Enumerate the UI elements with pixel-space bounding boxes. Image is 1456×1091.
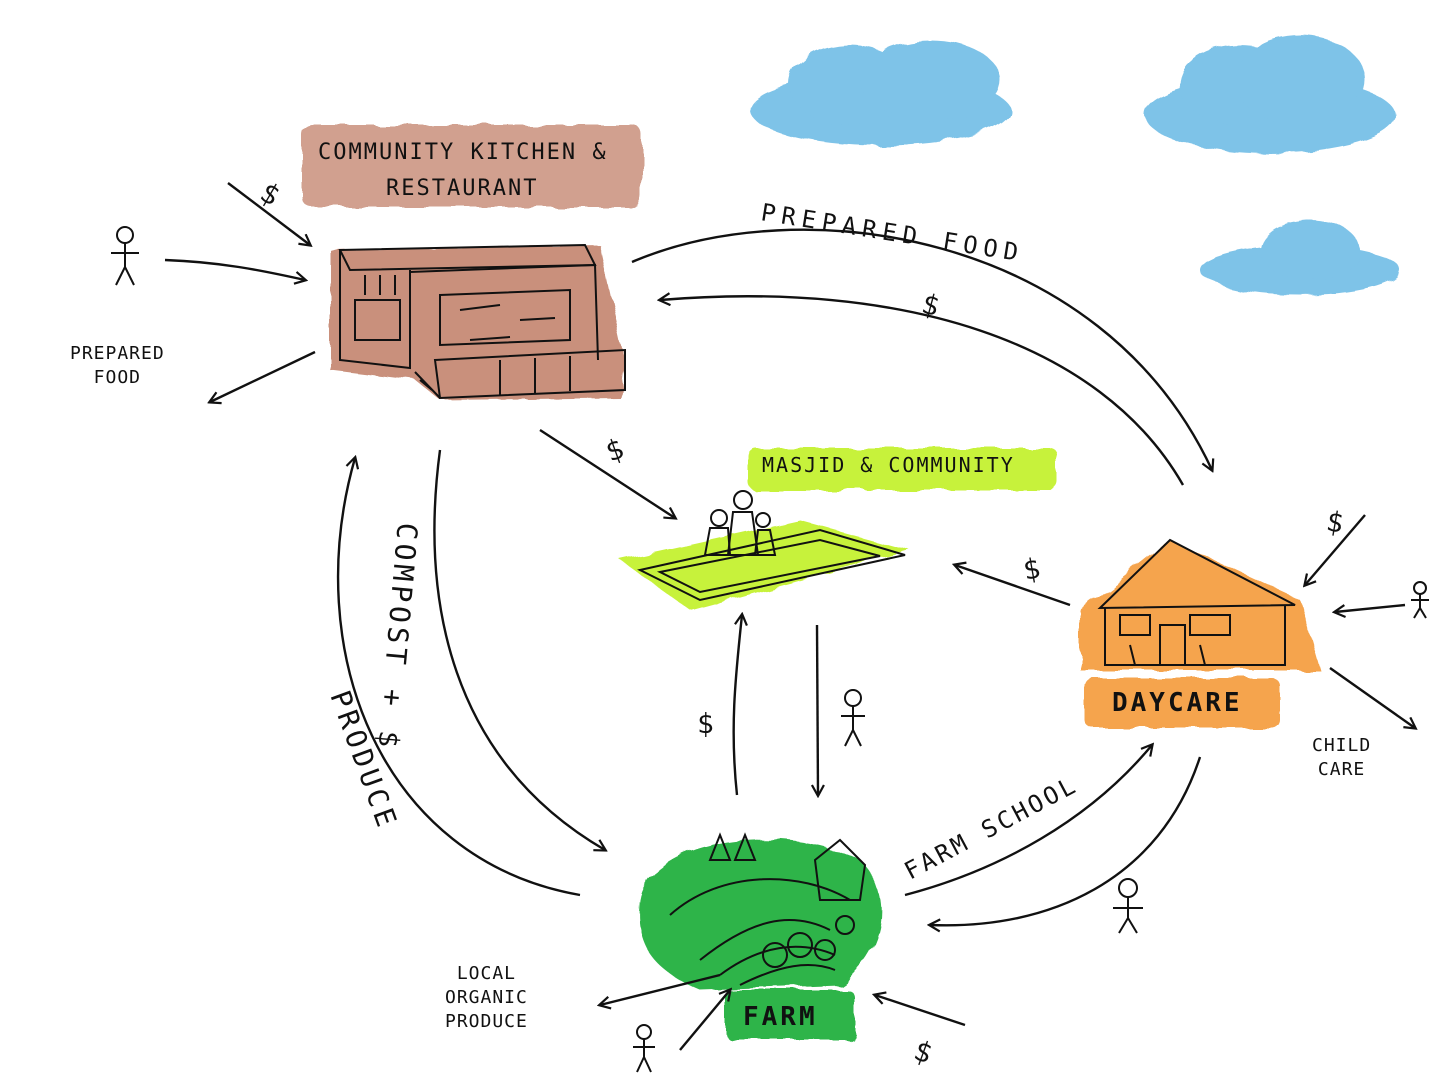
farm-label: FARM xyxy=(743,1002,818,1032)
arrow-money-into-daycare xyxy=(1305,514,1366,585)
arrow-compost-to-farm xyxy=(433,449,605,850)
arrow-masjid-to-farm xyxy=(817,624,818,795)
person-icon xyxy=(111,226,139,286)
dollar-sign: $ xyxy=(1020,551,1042,586)
person-icon xyxy=(1113,878,1143,934)
person-icon xyxy=(633,1024,655,1073)
daycare-house-icon xyxy=(1080,538,1320,670)
arrow-money-daycare-to-kitchen xyxy=(660,296,1185,486)
arrow-person-into-daycare xyxy=(1335,603,1406,612)
prepared-food-output-label: PREPARED FOOD xyxy=(70,342,165,390)
arrow-farm-school xyxy=(904,745,1152,897)
dollar-sign: $ xyxy=(697,707,714,740)
masjid-label-highlight xyxy=(748,448,1058,490)
arrow-produce-to-kitchen xyxy=(336,458,581,897)
arrow-person-into-farm xyxy=(679,990,730,1051)
person-icon xyxy=(841,689,865,747)
care-line: CARE xyxy=(1317,759,1366,780)
cloud-icon xyxy=(1200,220,1400,295)
child-line: CHILD xyxy=(1312,735,1372,756)
dollar-sign: $ xyxy=(1324,504,1346,539)
arrow-farm-to-masjid xyxy=(732,615,742,796)
arrow-childcare-out xyxy=(1329,667,1415,728)
stick-figures xyxy=(111,226,1429,1073)
farm-school-label: FARM SCHOOL xyxy=(900,770,1083,885)
arrow-daycare-to-masjid xyxy=(955,565,1071,607)
clouds xyxy=(750,35,1400,295)
farm-label-highlight xyxy=(725,990,855,1040)
masjid-rug-icon xyxy=(620,490,910,610)
compost-label: COMPOST + $ xyxy=(371,521,424,752)
prepared-line: PREPARED xyxy=(70,343,165,364)
cloud-icon xyxy=(750,40,1010,145)
daycare-label-highlight xyxy=(1085,678,1280,728)
arrow-daycare-to-farm xyxy=(930,756,1202,925)
arrow-person-into-kitchen xyxy=(164,258,305,280)
arrow-prepared-food-out xyxy=(210,350,316,402)
kitchen-label-line1: COMMUNITY KITCHEN & xyxy=(318,140,608,165)
daycare-label: DAYCARE xyxy=(1112,688,1243,718)
organic-line: ORGANIC xyxy=(445,987,528,1008)
arrow-prepared-food-to-daycare xyxy=(631,228,1212,470)
arrow-kitchen-to-masjid xyxy=(539,428,675,518)
local-produce-output-label: LOCAL ORGANIC PRODUCE xyxy=(445,962,528,1034)
dollar-sign: $ xyxy=(910,1034,937,1071)
farm-landscape-icon xyxy=(639,832,882,990)
person-icon xyxy=(1411,581,1429,619)
kitchen-label-line2: RESTAURANT xyxy=(386,176,539,201)
dollar-sign: $ xyxy=(601,432,628,469)
arrow-money-into-kitchen xyxy=(227,182,310,245)
food-line: FOOD xyxy=(93,367,142,388)
kitchen-building-icon xyxy=(330,243,626,400)
child-care-output-label: CHILD CARE xyxy=(1312,734,1371,782)
masjid-label: MASJID & COMMUNITY xyxy=(762,453,1015,477)
produce-line: PRODUCE xyxy=(445,1011,528,1032)
arrow-local-produce-out xyxy=(600,973,721,1005)
prepared-food-top-label: PREPARED FOOD xyxy=(759,198,1026,267)
kitchen-label-highlight xyxy=(302,125,642,207)
arrow-money-into-farm xyxy=(875,995,966,1027)
local-line: LOCAL xyxy=(456,963,517,984)
cloud-icon xyxy=(1145,35,1395,153)
flow-arrows xyxy=(164,182,1415,1051)
